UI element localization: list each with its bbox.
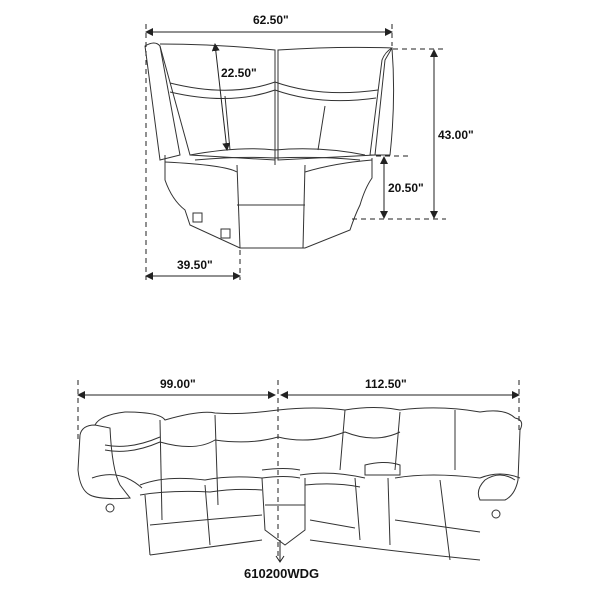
sectional-dimension-lines: [77, 380, 520, 563]
corner-seat-height-label: 20.50": [388, 181, 424, 195]
corner-side-length-label: 39.50": [177, 258, 213, 272]
corner-seat-depth-label: 22.50": [221, 66, 257, 80]
sectional-right-width-label: 112.50": [365, 377, 407, 391]
corner-height-label: 43.00": [438, 128, 474, 142]
sectional-sofa-drawing: [77, 407, 523, 561]
model-number: 610200WDG: [244, 566, 320, 581]
corner-dimension-lines: [145, 24, 446, 280]
corner-width-label: 62.50": [253, 13, 289, 27]
corner-wedge-drawing: [144, 42, 395, 249]
sectional-left-width-label: 99.00": [160, 377, 196, 391]
